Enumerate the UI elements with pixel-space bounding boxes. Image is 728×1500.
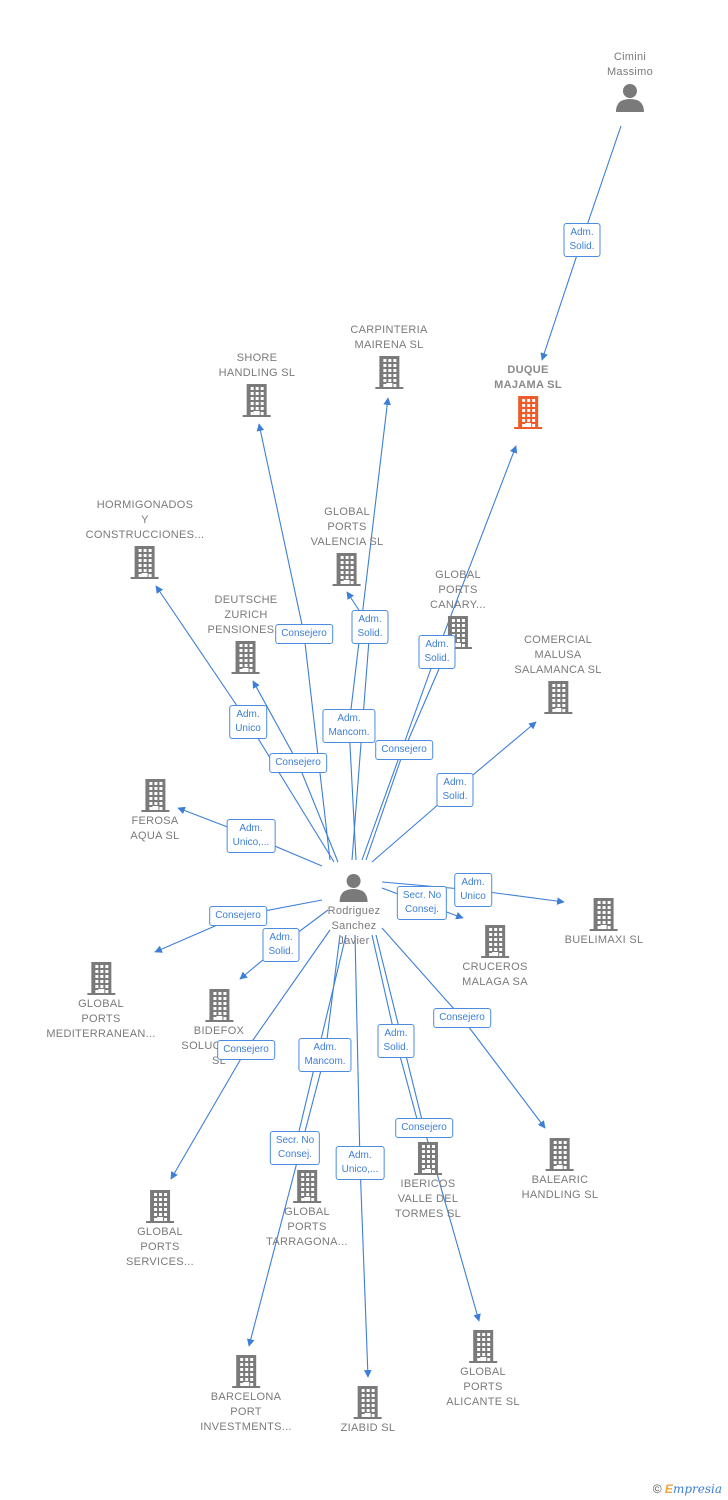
node-label[interactable]: Cimini Massimo (606, 51, 654, 78)
person-node-cimini[interactable]: Cimini Massimo (607, 50, 653, 114)
relation-label-gptarragona[interactable]: Secr. No Consej. (269, 1131, 321, 1165)
relation-label-balearic[interactable]: Consejero (433, 1008, 491, 1028)
company-node-comercial[interactable]: COMERCIAL MALUSA SALAMANCA SL (514, 633, 601, 716)
building-icon[interactable] (46, 961, 155, 995)
relation-label-hormigonados[interactable]: Adm. Unico (229, 705, 267, 739)
node-label[interactable]: GLOBAL PORTS ALICANTE SL (446, 1366, 520, 1408)
node-label[interactable]: ZIABID SL (340, 1422, 396, 1434)
node-label[interactable]: BARCELONA PORT INVESTMENTS... (200, 1391, 292, 1433)
relation-label-gpmed[interactable]: Consejero (209, 906, 267, 926)
relation-label-buelimaxi[interactable]: Adm. Unico (454, 873, 492, 907)
company-node-buelimaxi[interactable]: BUELIMAXI SL (565, 895, 644, 948)
building-icon[interactable] (130, 778, 179, 812)
company-node-gpvalencia[interactable]: GLOBAL PORTS VALENCIA SL (311, 505, 384, 588)
node-label[interactable]: HORMIGONADOS Y CONSTRUCCIONES... (85, 499, 205, 541)
building-icon[interactable] (565, 897, 644, 931)
relation-label-ziabid[interactable]: Adm. Unico,... (335, 1146, 385, 1180)
company-node-gptarragona[interactable]: GLOBAL PORTS TARRAGONA... (266, 1167, 348, 1250)
building-icon[interactable] (311, 552, 384, 586)
building-icon[interactable] (200, 1354, 292, 1388)
company-node-gpmed[interactable]: GLOBAL PORTS MEDITERRANEAN... (46, 959, 155, 1042)
relation-label-duque[interactable]: Adm. Solid. (563, 223, 601, 257)
relation-label-deutsche[interactable]: Consejero (269, 753, 327, 773)
company-node-cruceros[interactable]: CRUCEROS MALAGA SA (462, 922, 528, 990)
company-node-balearic[interactable]: BALEARIC HANDLING SL (522, 1135, 599, 1203)
node-label[interactable]: GLOBAL PORTS MEDITERRANEAN... (46, 998, 156, 1040)
node-label[interactable]: GLOBAL PORTS VALENCIA SL (310, 506, 384, 548)
relation-label-ferosa[interactable]: Adm. Unico,... (226, 819, 276, 853)
company-node-gpalicante[interactable]: GLOBAL PORTS ALICANTE SL (446, 1327, 520, 1410)
company-node-deutsche[interactable]: DEUTSCHE ZURICH PENSIONES... (208, 593, 285, 676)
company-node-carpinteria[interactable]: CARPINTERIA MAIRENA SL (350, 323, 427, 391)
building-icon[interactable] (522, 1137, 599, 1171)
node-label[interactable]: GLOBAL PORTS SERVICES... (126, 1226, 194, 1268)
building-icon[interactable] (446, 1329, 520, 1363)
building-icon[interactable] (126, 1189, 194, 1223)
footer-brand: © Empresia (653, 1482, 722, 1496)
building-icon[interactable] (181, 988, 256, 1022)
person-node-rodriguez[interactable]: Rodriguez Sanchez Javier (328, 870, 381, 949)
relation-label-gpcanary[interactable]: Consejero (375, 740, 433, 760)
company-node-gpcanary[interactable]: GLOBAL PORTS CANARY... (430, 568, 486, 651)
company-node-barcelona[interactable]: BARCELONA PORT INVESTMENTS... (200, 1352, 292, 1435)
node-label[interactable]: SHORE HANDLING SL (218, 352, 296, 379)
company-node-ibericos[interactable]: IBERICOS VALLE DEL TORMES SL (395, 1139, 461, 1222)
relation-label-bidefox[interactable]: Adm. Solid. (262, 928, 300, 962)
relation-label-carpinteria[interactable]: Adm. Mancom. (322, 709, 376, 743)
node-label[interactable]: GLOBAL PORTS TARRAGONA... (266, 1206, 348, 1248)
relation-label-gpalicante[interactable]: Consejero (395, 1118, 453, 1138)
person-icon[interactable] (328, 872, 381, 902)
copyright-symbol: © (652, 1482, 662, 1496)
node-label[interactable]: FEROSA AQUA SL (130, 815, 180, 842)
building-icon[interactable] (208, 640, 285, 674)
building-icon[interactable] (341, 1385, 396, 1419)
building-icon[interactable] (395, 1141, 461, 1175)
relation-label-ibericos[interactable]: Adm. Solid. (377, 1024, 415, 1058)
company-node-gpservices[interactable]: GLOBAL PORTS SERVICES... (126, 1187, 194, 1270)
company-node-hormigonados[interactable]: HORMIGONADOS Y CONSTRUCCIONES... (86, 498, 205, 581)
brand-name: mpresia (672, 1482, 722, 1496)
building-icon[interactable] (219, 383, 296, 417)
node-label[interactable]: COMERCIAL MALUSA SALAMANCA SL (514, 634, 602, 676)
relation-label-duque[interactable]: Adm. Solid. (418, 635, 456, 669)
node-label[interactable]: BUELIMAXI SL (564, 934, 644, 946)
building-icon[interactable] (86, 545, 205, 579)
node-label[interactable]: CARPINTERIA MAIRENA SL (350, 324, 428, 351)
node-label[interactable]: GLOBAL PORTS CANARY... (429, 569, 487, 611)
company-node-ziabid[interactable]: ZIABID SL (341, 1383, 396, 1436)
building-icon[interactable] (514, 680, 601, 714)
building-icon[interactable] (350, 355, 427, 389)
node-label[interactable]: CRUCEROS MALAGA SA (462, 961, 528, 988)
company-node-shore[interactable]: SHORE HANDLING SL (219, 351, 296, 419)
building-icon[interactable] (266, 1169, 348, 1203)
relation-label-gpservices[interactable]: Consejero (217, 1040, 275, 1060)
relation-label-shore[interactable]: Consejero (275, 624, 333, 644)
relation-label-cruceros[interactable]: Secr. No Consej. (396, 886, 448, 920)
company-node-ferosa[interactable]: FEROSA AQUA SL (130, 776, 179, 844)
building-icon[interactable] (462, 924, 528, 958)
node-label[interactable]: IBERICOS VALLE DEL TORMES SL (394, 1178, 462, 1220)
node-label[interactable]: Rodriguez Sanchez Javier (327, 905, 381, 947)
node-label[interactable]: DEUTSCHE ZURICH PENSIONES... (207, 594, 285, 636)
node-label[interactable]: DUQUE MAJAMA SL (494, 364, 562, 391)
building-icon[interactable] (494, 395, 562, 429)
relation-label-gpvalencia[interactable]: Adm. Solid. (351, 610, 389, 644)
company-node-duque[interactable]: DUQUE MAJAMA SL (494, 363, 562, 431)
node-label[interactable]: BALEARIC HANDLING SL (521, 1174, 599, 1201)
person-icon[interactable] (607, 82, 653, 112)
brand-logo-letter: E (664, 1482, 673, 1496)
relation-label-barcelona[interactable]: Adm. Mancom. (298, 1038, 352, 1072)
relation-label-comercial[interactable]: Adm. Solid. (436, 773, 474, 807)
